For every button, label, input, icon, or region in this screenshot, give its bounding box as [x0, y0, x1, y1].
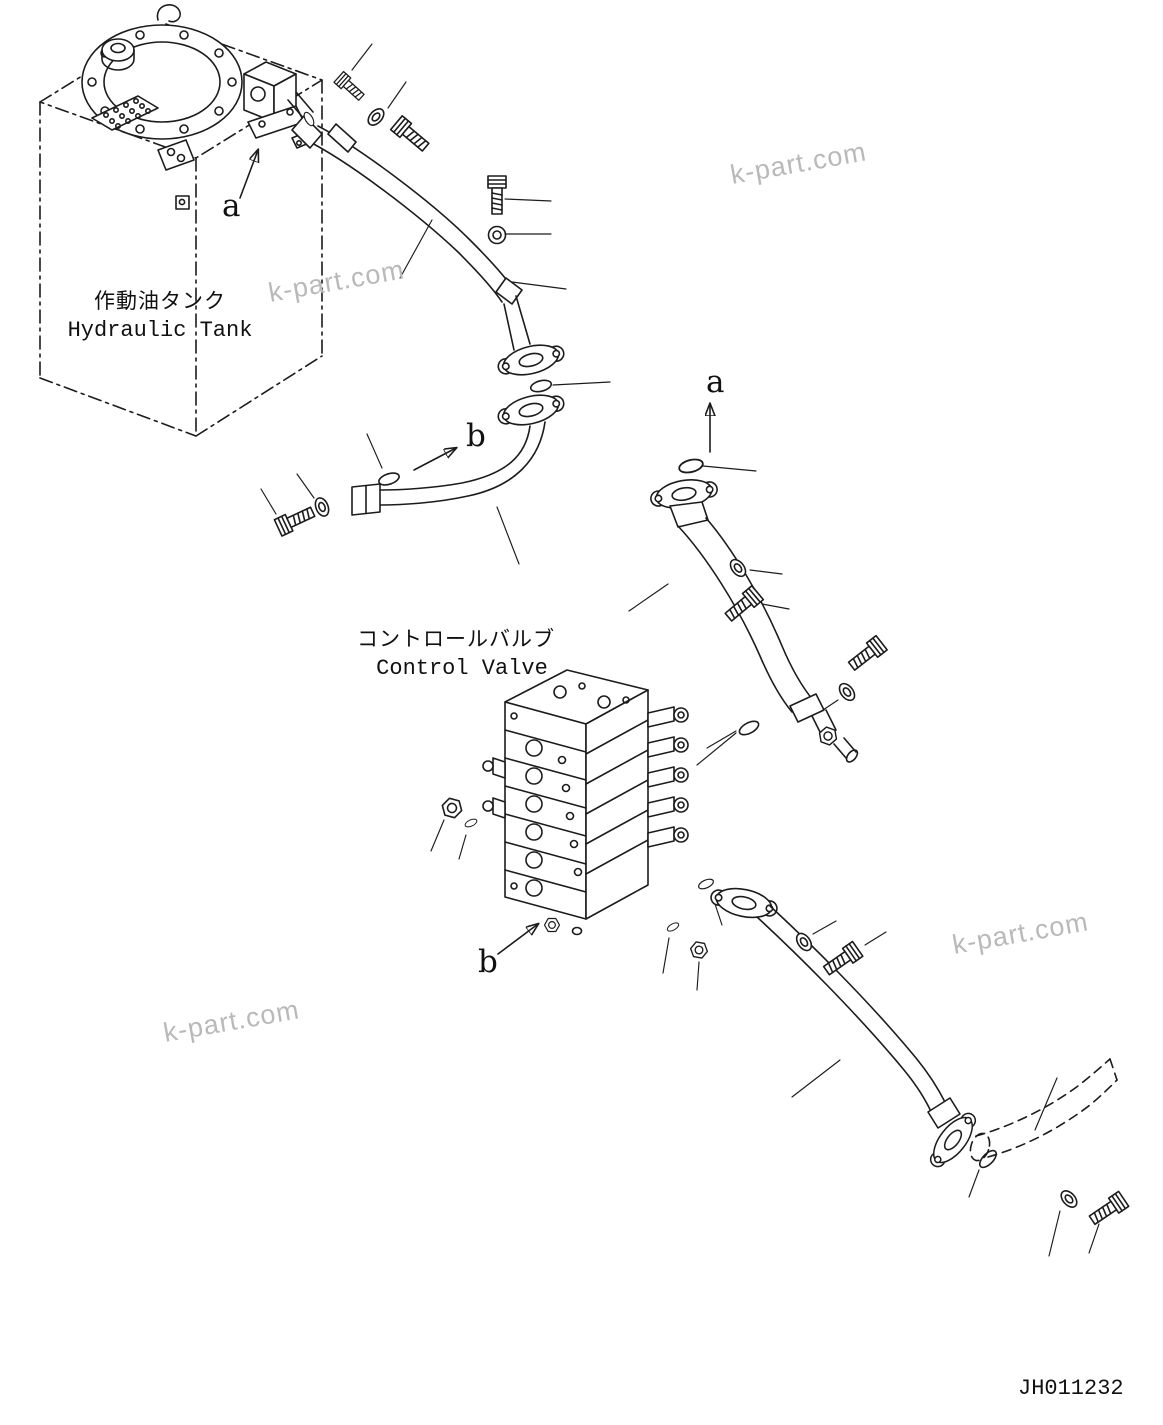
tank-outlet-block — [243, 61, 314, 149]
valve-label-en: Control Valve — [376, 656, 548, 681]
hose-collar — [927, 1097, 961, 1129]
leader-lines — [260, 433, 520, 565]
hose-flange — [494, 337, 568, 383]
watermarks: k-part.com k-part.com k-part.com k-part.… — [161, 136, 1091, 1047]
plug — [439, 796, 465, 820]
tank-return-hose — [291, 43, 611, 395]
bolt — [1086, 1190, 1130, 1229]
callout-a-tank: a — [222, 188, 240, 224]
leader-lines — [791, 920, 1100, 1257]
lifting-eye — [156, 4, 181, 23]
watermark: k-part.com — [950, 906, 1091, 959]
bolt — [721, 585, 765, 625]
o-ring — [665, 920, 681, 934]
lower-delivery-hose — [707, 882, 1130, 1257]
washer — [726, 556, 750, 580]
hose-clamp — [327, 123, 357, 153]
o-ring — [676, 456, 706, 476]
hose-ferrule — [291, 115, 323, 149]
o-ring — [528, 377, 554, 395]
tank-bracket — [157, 139, 195, 210]
hose-collar — [495, 277, 523, 305]
o-ring — [696, 876, 716, 892]
bolt — [820, 940, 864, 979]
tank-label-jp: 作動油タンク — [94, 290, 226, 315]
o-ring — [463, 817, 479, 829]
bolt — [487, 175, 507, 215]
washer — [487, 225, 507, 245]
leader-lines — [351, 43, 611, 386]
strainer-plate — [91, 95, 159, 131]
control-valve — [430, 669, 737, 991]
mating-tube-phantom — [969, 1058, 1118, 1162]
drawing-number: JH011232 — [1018, 1376, 1124, 1401]
tank-label-en: Hydraulic Tank — [68, 318, 253, 343]
bolt — [845, 634, 888, 675]
washer — [1057, 1187, 1081, 1211]
washer — [364, 105, 388, 129]
o-ring — [376, 470, 402, 488]
tube-flange — [494, 387, 568, 433]
suction-tube-b — [260, 387, 568, 565]
watermark: k-part.com — [161, 994, 302, 1047]
callout-b-tube: b — [466, 418, 486, 454]
hose-collar — [789, 693, 825, 723]
elbow-hose-a — [628, 456, 888, 763]
watermark: k-part.com — [266, 254, 407, 307]
drain-plug — [543, 917, 561, 933]
bolt — [389, 115, 433, 155]
washer — [792, 929, 816, 955]
callout-a-hose: a — [706, 364, 724, 400]
callout-b-valve: b — [478, 944, 498, 980]
bolt — [333, 70, 367, 104]
washer — [312, 495, 332, 519]
watermark: k-part.com — [728, 136, 869, 189]
component-labels: 作動油タンク Hydraulic Tank コントロールバルブ Control … — [68, 290, 555, 681]
valve-sections — [647, 706, 689, 848]
hydraulic-tank — [39, 4, 323, 437]
bolt — [273, 502, 318, 537]
washer — [835, 680, 859, 704]
valve-label-jp: コントロールバルブ — [357, 628, 555, 653]
plug — [688, 940, 710, 960]
view-callouts: a a b b — [222, 150, 724, 980]
o-ring — [736, 717, 762, 739]
leader-lines — [430, 732, 737, 991]
filler-cap — [101, 38, 135, 71]
leader-lines — [628, 465, 839, 749]
